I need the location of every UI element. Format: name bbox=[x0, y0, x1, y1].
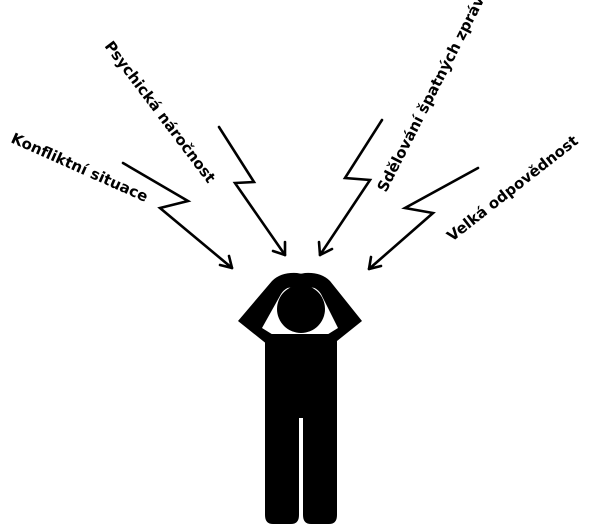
label-great-responsibility: Velká odpovědnost bbox=[443, 132, 581, 245]
head-icon bbox=[277, 285, 325, 333]
label-delivering-bad-news: Sdělování špatných zpráv bbox=[374, 0, 489, 195]
right-leg-icon bbox=[303, 400, 337, 524]
lightning-arrow-bad-news bbox=[319, 120, 382, 255]
lightning-arrow-conflict bbox=[123, 163, 232, 268]
stressed-person-figure bbox=[238, 273, 362, 524]
left-leg-icon bbox=[265, 400, 299, 524]
label-psychological-demand: Psychická náročnost bbox=[101, 38, 219, 187]
lightning-arrow-psychological bbox=[219, 127, 285, 255]
